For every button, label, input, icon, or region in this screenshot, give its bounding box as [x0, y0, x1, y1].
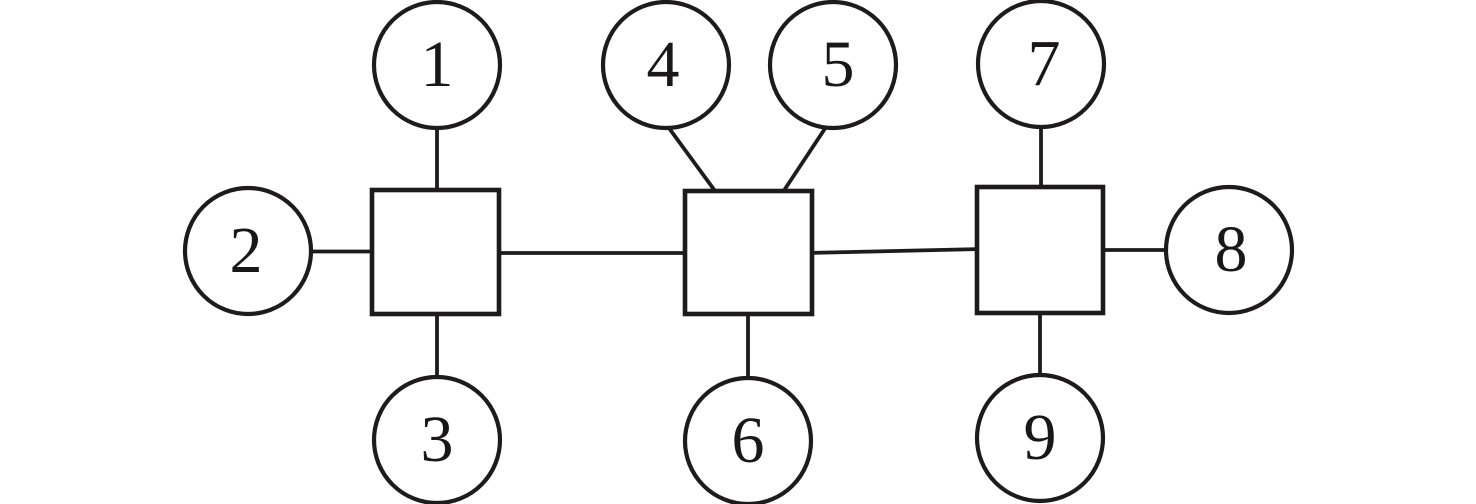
variable-node-5-shape: [767, 0, 899, 131]
edge-4-f2: [664, 122, 720, 197]
edge-layer: [306, 120, 1170, 382]
variable-node-7: 7: [975, 0, 1107, 130]
variable-node-2: 2: [182, 185, 314, 317]
variable-node-7-shape: [975, 0, 1107, 130]
variable-node-9-label: 9: [1024, 401, 1057, 474]
variable-node-1-shape: [371, 0, 503, 131]
variable-node-6: 6: [682, 375, 814, 504]
variable-node-7-label: 7: [1028, 27, 1061, 100]
variable-node-8: 8: [1163, 184, 1295, 316]
variable-node-2-label: 2: [230, 214, 263, 287]
variable-node-3-label: 3: [421, 403, 454, 476]
factor-node-f2: [682, 188, 815, 317]
variable-node-4-label: 4: [647, 28, 680, 101]
variable-node-1: 1: [371, 0, 503, 131]
variable-node-9: 9: [974, 372, 1106, 504]
variable-node-layer: 1 2 3 4 5 6 7: [182, 0, 1295, 504]
variable-node-1-label: 1: [421, 28, 454, 101]
edge-5-f2: [779, 122, 830, 197]
variable-node-6-label: 6: [732, 404, 765, 477]
variable-node-8-label: 8: [1215, 213, 1248, 286]
variable-node-2-shape: [182, 185, 314, 317]
factor-node-f3: [974, 184, 1106, 316]
edge-f2-f3: [805, 247, 983, 255]
variable-node-4: 4: [600, 0, 732, 131]
factor-node-layer: [369, 184, 1106, 317]
variable-node-3: 3: [371, 374, 503, 504]
variable-node-9-shape: [974, 372, 1106, 504]
variable-node-8-shape: [1163, 184, 1295, 316]
variable-node-3-shape: [371, 374, 503, 504]
variable-node-5: 5: [767, 0, 899, 131]
variable-node-6-shape: [682, 375, 814, 504]
variable-node-5-label: 5: [822, 28, 855, 101]
factor-node-f1: [369, 187, 502, 317]
variable-node-4-shape: [600, 0, 732, 131]
